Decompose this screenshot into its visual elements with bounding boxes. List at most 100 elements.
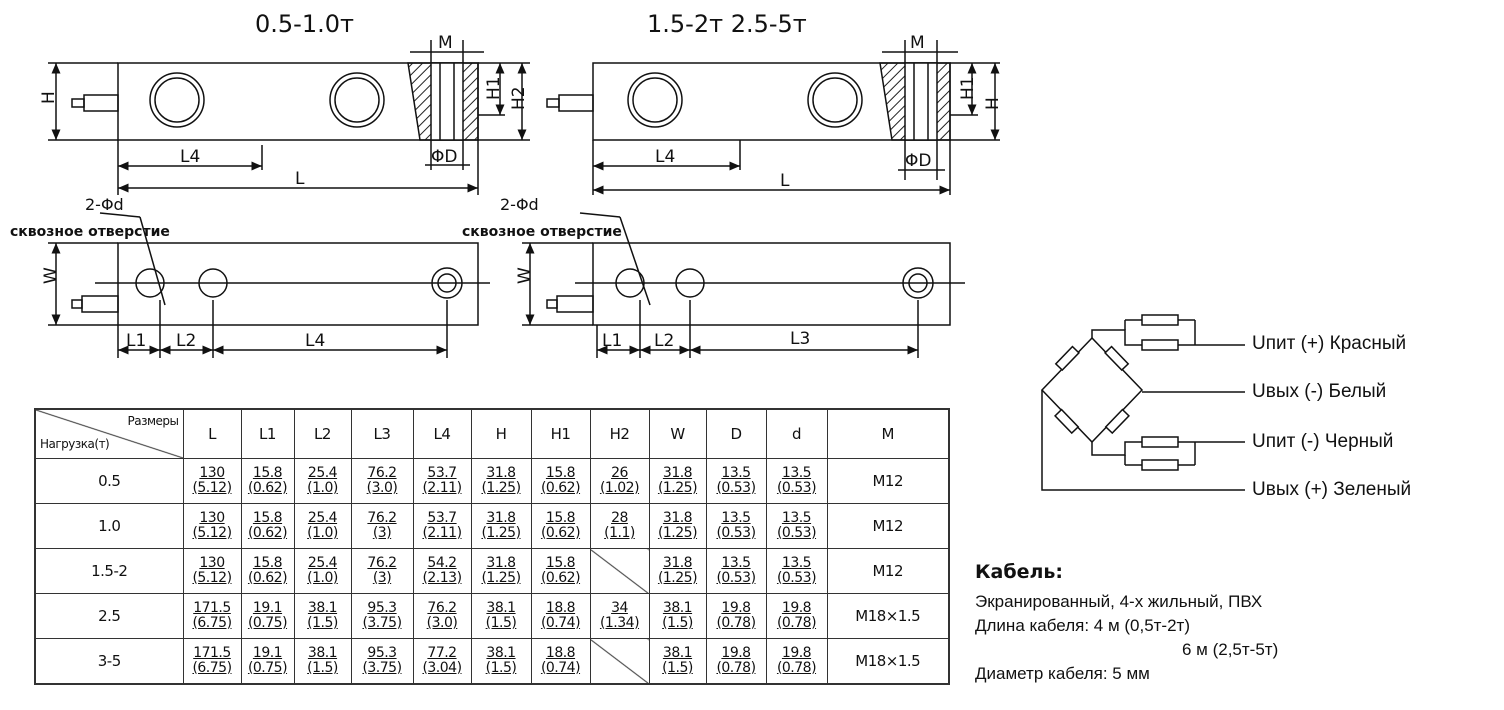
dim-M-left: M — [438, 33, 453, 53]
thread-cell: M12 — [826, 503, 950, 549]
wire-label-supply-plus: Uпит (+) Красный — [1252, 333, 1407, 354]
value-cell: 76.2(3.0) — [412, 593, 472, 639]
value-mm: 130 — [199, 510, 225, 526]
thread-cell: M12 — [826, 458, 950, 504]
thread-cell: M18×1.5 — [826, 593, 950, 639]
value-cell: 31.8(1.25) — [470, 548, 532, 594]
value-cell: 76.2(3.0) — [350, 458, 414, 504]
value-cell: 15.8(0.62) — [530, 548, 591, 594]
value-inch: (3) — [372, 570, 392, 586]
value-inch: (3.04) — [422, 660, 462, 676]
value-inch: (6.75) — [192, 660, 232, 676]
hole-label-right: 2-Φd — [500, 195, 539, 214]
value-inch: (0.74) — [540, 660, 581, 676]
dim-L2-right: L2 — [654, 331, 674, 351]
value-cell: 31.8(1.25) — [470, 458, 532, 504]
value-cell: 15.8(0.62) — [530, 503, 591, 549]
value-mm: 38.1 — [307, 600, 338, 616]
value-mm: 38.1 — [486, 645, 516, 661]
dim-L2-left: L2 — [176, 331, 196, 351]
wire-label-output-minus: Uвых (-) Белый — [1252, 381, 1387, 402]
wiring-diagram — [1040, 314, 1245, 491]
value-cell: 77.2(3.04) — [412, 638, 472, 685]
value-inch: (0.53) — [776, 570, 817, 586]
value-inch: (3.0) — [426, 615, 458, 631]
value-cell: 25.4(1.0) — [293, 503, 352, 549]
dim-L4-left-side: L4 — [180, 147, 200, 167]
dim-H1-left: H1 — [484, 76, 504, 100]
value-cell: 15.8(0.62) — [240, 458, 295, 504]
column-header-W: W — [648, 408, 707, 459]
value-mm: 53.7 — [427, 465, 457, 481]
value-inch: (3) — [372, 525, 392, 541]
column-header-D: D — [705, 408, 767, 459]
dim-D-right: ΦD — [905, 151, 931, 171]
value-mm: 28 — [611, 510, 628, 526]
value-mm: 38.1 — [307, 645, 338, 661]
value-inch: (1.5) — [662, 615, 693, 631]
value-mm: 76.2 — [367, 510, 397, 526]
dim-L3-right: L3 — [790, 329, 810, 349]
cable-line-length: Длина кабеля: 4 м (0,5т-2т) — [975, 616, 1190, 635]
thread-cell: M18×1.5 — [826, 638, 950, 685]
value-inch: (5.12) — [192, 525, 232, 541]
value-mm: 13.5 — [781, 465, 812, 481]
value-inch: (0.53) — [776, 525, 817, 541]
cable-title: Кабель: — [975, 561, 1064, 583]
value-cell: 19.1(0.75) — [240, 638, 295, 685]
value-cell: 13.5(0.53) — [765, 503, 828, 549]
value-mm: 15.8 — [545, 510, 576, 526]
value-inch: (5.12) — [192, 480, 232, 496]
value-cell: 171.5(6.75) — [182, 638, 242, 685]
value-cell: 13.5(0.53) — [765, 458, 828, 504]
value-mm: 130 — [199, 555, 225, 571]
value-mm: 38.1 — [662, 645, 693, 661]
value-mm: 31.8 — [662, 465, 693, 481]
load-cell: 1.0 — [34, 503, 184, 549]
load-cell: 0.5 — [34, 458, 184, 504]
value-cell: 76.2(3) — [350, 503, 414, 549]
value-cell: 13.5(0.53) — [705, 503, 767, 549]
value-mm: 95.3 — [367, 645, 397, 661]
dim-L-left: L — [295, 169, 305, 189]
value-inch: (1.5) — [485, 615, 517, 631]
right-side-view — [546, 40, 1000, 195]
value-cell: 19.8(0.78) — [705, 638, 767, 685]
dim-H1-right: H1 — [958, 76, 978, 100]
value-inch: (1.25) — [657, 480, 698, 496]
value-cell: 38.1(1.5) — [293, 593, 352, 639]
value-mm: 76.2 — [367, 465, 397, 481]
value-cell: 38.1(1.5) — [470, 593, 532, 639]
value-inch: (0.62) — [247, 570, 288, 586]
left-top-view — [48, 212, 490, 358]
value-inch: (0.53) — [776, 480, 817, 496]
value-cell: 15.8(0.62) — [240, 548, 295, 594]
through-hole-label-left: сквозное отверстие — [10, 224, 170, 240]
load-cell: 2.5 — [34, 593, 184, 639]
value-mm: 31.8 — [486, 465, 516, 481]
load-cell: 3-5 — [34, 638, 184, 685]
value-inch: (1.25) — [481, 525, 521, 541]
value-inch: (0.62) — [247, 480, 288, 496]
value-inch: (0.78) — [776, 660, 817, 676]
value-cell: 18.8(0.74) — [530, 593, 591, 639]
value-mm: 31.8 — [662, 510, 693, 526]
value-cell: 19.8(0.78) — [765, 638, 828, 685]
value-inch: (0.53) — [716, 480, 756, 496]
value-cell: 34(1.34) — [589, 593, 650, 639]
value-inch: (3.75) — [362, 660, 402, 676]
thread-cell: M12 — [826, 548, 950, 594]
column-header-H1: H1 — [530, 408, 591, 459]
value-mm: 171.5 — [193, 645, 231, 661]
wire-label-output-plus: Uвых (+) Зеленый — [1252, 479, 1412, 500]
value-cell: 25.4(1.0) — [293, 458, 352, 504]
value-mm: 15.8 — [545, 555, 576, 571]
value-cell: 13.5(0.53) — [705, 548, 767, 594]
dim-H-right: H — [983, 97, 1003, 110]
